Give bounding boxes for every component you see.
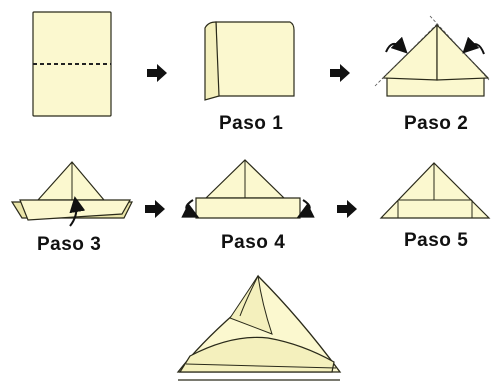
final-boat-figure — [176, 274, 342, 381]
folded-paper-back — [215, 21, 295, 97]
boat-crease — [239, 275, 259, 317]
step-3-figure — [10, 161, 133, 227]
fold-arrow-icon — [181, 199, 200, 218]
step-label-5: Paso 5 — [404, 230, 469, 251]
fold-arrow-icon — [69, 196, 86, 227]
right-arrow-icon — [147, 64, 167, 82]
triangle-right-half — [436, 23, 490, 81]
step-4-figure — [181, 159, 315, 219]
step-1-figure — [204, 21, 295, 101]
fold-arrow-icon — [462, 36, 485, 55]
brim-band — [195, 197, 301, 219]
folded-paper-front — [204, 21, 220, 101]
hat-triangle — [36, 161, 106, 201]
boat-top-fold — [229, 274, 273, 335]
boat-band — [178, 336, 335, 373]
hat-triangle — [379, 162, 491, 219]
step-label-4: Paso 4 — [221, 232, 286, 253]
step-2-figure — [374, 15, 490, 97]
diagonal-fold-guide — [429, 15, 490, 81]
step-label-1: Paso 1 — [219, 113, 284, 134]
step-label-3: Paso 3 — [37, 234, 102, 255]
right-arrow-icon — [330, 64, 350, 82]
fold-arrow-icon — [296, 199, 315, 218]
triangle-left-half — [381, 23, 438, 81]
right-arrow-icon — [145, 200, 165, 218]
step-label-2: Paso 2 — [404, 113, 469, 134]
step-5-figure — [379, 162, 491, 219]
right-arrow-icon — [337, 200, 357, 218]
boat-band-line — [185, 363, 337, 369]
fold-arrow-icon — [385, 36, 408, 54]
step-sheet-figure — [32, 11, 112, 117]
